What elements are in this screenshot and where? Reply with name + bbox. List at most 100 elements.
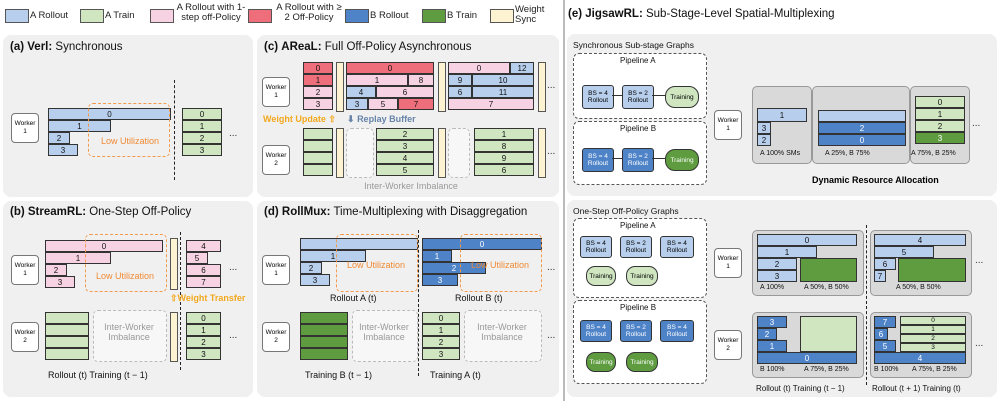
e-b-t3: 3 xyxy=(900,343,966,352)
c-r-7b: 7 xyxy=(448,98,534,110)
legend-label: B Rollout xyxy=(370,10,409,21)
c-r-10: 10 xyxy=(472,74,534,86)
dra-label: Dynamic Resource Allocation xyxy=(812,175,939,185)
e-a-bt xyxy=(800,258,857,282)
pipeline-b-label: Pipeline B xyxy=(620,124,657,133)
low-util-label: Low Utilization xyxy=(346,260,406,270)
panel-a-title: (a) Verl: Synchronous xyxy=(10,41,123,53)
a-train-0: 0 xyxy=(182,108,222,120)
sm-label: A 75%, B 25% xyxy=(912,366,957,373)
a-train-3: 3 xyxy=(182,144,222,156)
sm-label: B 100% xyxy=(874,366,899,373)
c-t-4: 4 xyxy=(376,152,434,164)
node-training: Training xyxy=(586,266,616,286)
worker-box: Worker 1 xyxy=(11,113,39,143)
idle-box xyxy=(448,128,470,178)
legend-swatch-b-train xyxy=(422,9,446,23)
c-t xyxy=(303,164,333,176)
ellipsis: ... xyxy=(229,262,238,273)
c-r-1: 1 xyxy=(303,74,333,86)
c-r-0: 0 xyxy=(303,62,333,74)
weight-sync-bar xyxy=(538,62,546,112)
c-r-4: 4 xyxy=(346,86,376,98)
pipeline-a-label: Pipeline A xyxy=(620,56,656,65)
e-a-6: 6 xyxy=(874,258,896,270)
sm-label: A 100% SMs xyxy=(760,150,801,157)
edge-arrow xyxy=(652,158,665,159)
weight-sync-bar xyxy=(336,128,344,178)
panel-d-title: (d) RollMux: Time-Multiplexing with Disa… xyxy=(264,206,528,218)
b-train-3 xyxy=(45,348,89,360)
e-a-1: 1 xyxy=(757,246,817,258)
panel-d xyxy=(257,201,559,397)
low-util-box xyxy=(336,234,418,292)
e-b-7: 7 xyxy=(874,316,896,328)
e-a-3: 3 xyxy=(757,270,797,282)
c-r-3: 3 xyxy=(303,98,333,110)
d-rb-1: 1 xyxy=(422,250,452,262)
b-t2-1: 1 xyxy=(186,324,221,336)
c-r-3b: 3 xyxy=(346,98,368,110)
node-training: Training xyxy=(665,86,699,108)
d-ra-1: 1 xyxy=(300,250,366,262)
c-t xyxy=(303,128,333,140)
weight-sync-bar xyxy=(438,128,446,178)
worker-box: Worker 1 xyxy=(714,248,742,278)
a-rollout-0: 0 xyxy=(48,108,171,120)
node-training-b: Training xyxy=(665,149,699,171)
ellipsis: ... xyxy=(975,255,984,266)
sync-line xyxy=(866,225,867,385)
c-r-0c: 0 xyxy=(448,62,510,74)
imbalance-label: Inter-Worker Imbalance xyxy=(104,322,154,342)
d-rb-3: 3 xyxy=(422,274,458,286)
b-train-1 xyxy=(45,324,89,336)
b-r2-5: 5 xyxy=(186,252,208,264)
b-rollout-1: 1 xyxy=(45,252,111,264)
e-a-4: 4 xyxy=(874,234,966,246)
weight-sync-bar xyxy=(336,62,344,112)
e-a-bt2 xyxy=(898,258,966,282)
e-b-6: 6 xyxy=(874,328,888,340)
imbalance-box xyxy=(464,310,542,362)
imbalance-box xyxy=(93,310,167,362)
b-r2-7: 7 xyxy=(186,276,221,288)
d-ra-3: 3 xyxy=(300,274,330,286)
legend-label: Weight Sync xyxy=(515,4,545,25)
ellipsis: ... xyxy=(547,262,556,273)
weight-sync-bar xyxy=(438,62,446,112)
a-rollout-3: 3 xyxy=(48,144,78,156)
sm-label: A 50%, B 50% xyxy=(804,284,849,291)
weight-transfer-label: ⇧Weight Transfer xyxy=(170,293,246,303)
c-r-7: 7 xyxy=(398,98,434,110)
up-arrow-icon: ⇧ xyxy=(170,293,178,303)
e-b-2: 2 xyxy=(757,328,777,340)
caption-rollout-a: Rollout A (t) xyxy=(330,293,377,303)
sm-label: A 75%, B 25% xyxy=(911,150,956,157)
c-r-8: 8 xyxy=(408,74,434,86)
d-ta-3: 3 xyxy=(422,348,460,360)
sync-line xyxy=(174,80,175,180)
e-a-7: 7 xyxy=(874,270,886,282)
c-r-9: 9 xyxy=(448,74,472,86)
c-r-11: 11 xyxy=(472,86,534,98)
e-s-a xyxy=(818,110,906,122)
b-t2-2: 2 xyxy=(186,336,221,348)
divider xyxy=(563,0,565,401)
worker-box: Worker 2 xyxy=(262,145,290,175)
sync-line xyxy=(180,232,181,370)
ellipsis: ... xyxy=(972,118,981,129)
legend-label: A Rollout with ≥ 2 Off-Policy xyxy=(276,2,342,23)
e-s-t1: 1 xyxy=(915,108,965,120)
legend-swatch-a-train xyxy=(80,9,104,23)
a-train-2: 2 xyxy=(182,132,222,144)
d-tb xyxy=(300,312,348,324)
d-tb xyxy=(300,336,348,348)
d-ra-2: 2 xyxy=(300,262,322,274)
imbalance-box xyxy=(352,310,418,362)
b-train-2 xyxy=(45,336,89,348)
sync-line xyxy=(418,230,419,376)
e-b-t0: 0 xyxy=(900,316,966,325)
c-r-0b: 0 xyxy=(346,62,434,74)
